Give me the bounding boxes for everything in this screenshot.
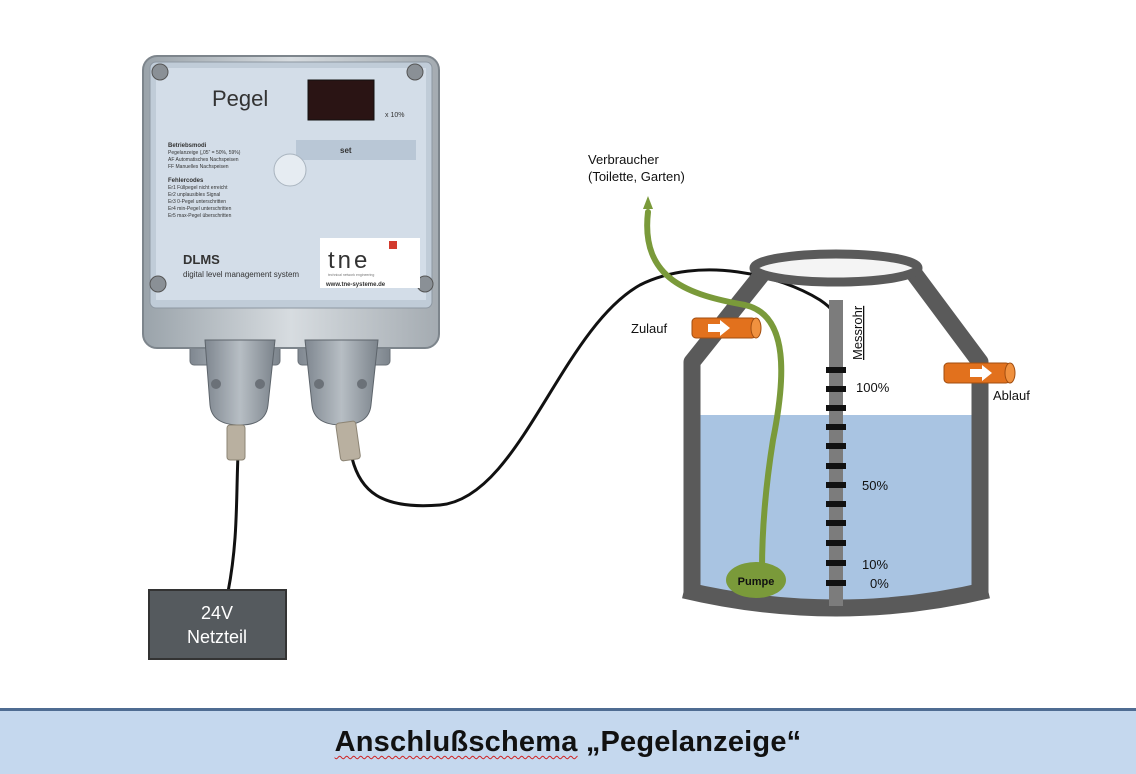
tank-wall [683, 262, 774, 592]
outlet-arrow-icon [970, 365, 992, 381]
level-label-50: 50% [862, 478, 888, 493]
brand-subtitle: digital level management system [183, 270, 299, 279]
level-ticks [826, 367, 846, 586]
pump-hose [644, 209, 785, 573]
logo-area [320, 238, 420, 288]
consumer-label-line2: (Toilette, Garten) [588, 169, 685, 184]
mode-line: AF Automatisches Nachspeisen [168, 157, 239, 163]
outlet-pipe [943, 362, 1016, 384]
error-line: Er3 0-Pegel unterschritten [168, 199, 226, 205]
power-supply-line1: 24V [201, 603, 233, 623]
device-title: Pegel [212, 86, 268, 111]
set-button [273, 153, 307, 187]
mode-line: Pegelanzeige („05“ = 50%, 59%) [168, 150, 241, 156]
power-cable [226, 454, 240, 593]
led-display [307, 79, 375, 121]
measuring-tube [829, 300, 843, 606]
inlet-pipe [691, 317, 762, 339]
level-label-100: 100% [856, 380, 890, 395]
level-label-10: 10% [862, 557, 888, 572]
error-line: Er4 min-Pegel unterschritten [168, 206, 232, 212]
hose-outlet-arrow [643, 196, 653, 209]
modes-heading: Betriebsmodi [168, 143, 207, 149]
level-controller: Pegel x 10% set Betriebsmodi Pegelanzeig… [142, 55, 440, 462]
set-label: set [340, 146, 352, 155]
power-supply: 24V Netzteil [148, 589, 287, 660]
consumer-label-line1: Verbraucher [588, 152, 659, 167]
measuring-tube-label: Messrohr [850, 305, 865, 360]
diagram-title-underlined: Anschlußschema [334, 726, 578, 758]
tank-wall [903, 262, 989, 592]
level-label-0: 0% [870, 576, 889, 591]
website: www.tne-systeme.de [325, 282, 386, 288]
mode-line: FF Manuelles Nachspeisen [168, 164, 229, 170]
tank-bottom [682, 581, 990, 617]
diagram-title: Anschlußschema „Pegelanzeige“ [335, 726, 802, 759]
tank-opening [749, 249, 923, 287]
water-tank: Messrohr 100% 50% 10% 0% Pumpe Zulauf Ab… [631, 196, 1030, 617]
tne-logo: tne [328, 247, 370, 274]
outlet-label: Ablauf [993, 388, 1030, 403]
error-line: Er5 max-Pegel überschritten [168, 213, 232, 219]
footer-banner: Anschlußschema „Pegelanzeige“ [0, 708, 1136, 774]
error-line: Er2 unplausibles Signal [168, 192, 220, 198]
error-line: Er1 Füllpegel nicht erreicht [168, 185, 228, 191]
inlet-arrow-icon [708, 320, 730, 336]
logo-tagline: technical network engineering [328, 273, 374, 277]
power-supply-line2: Netzteil [187, 627, 247, 647]
sensor-cable [350, 268, 840, 508]
errors-heading: Fehlercodes [168, 178, 204, 184]
diagram-title-rest: „Pegelanzeige“ [577, 726, 802, 758]
brand-name: DLMS [183, 252, 220, 267]
pump [726, 562, 786, 598]
display-unit: x 10% [385, 112, 404, 119]
pump-label: Pumpe [738, 576, 775, 588]
inlet-label: Zulauf [631, 321, 668, 336]
